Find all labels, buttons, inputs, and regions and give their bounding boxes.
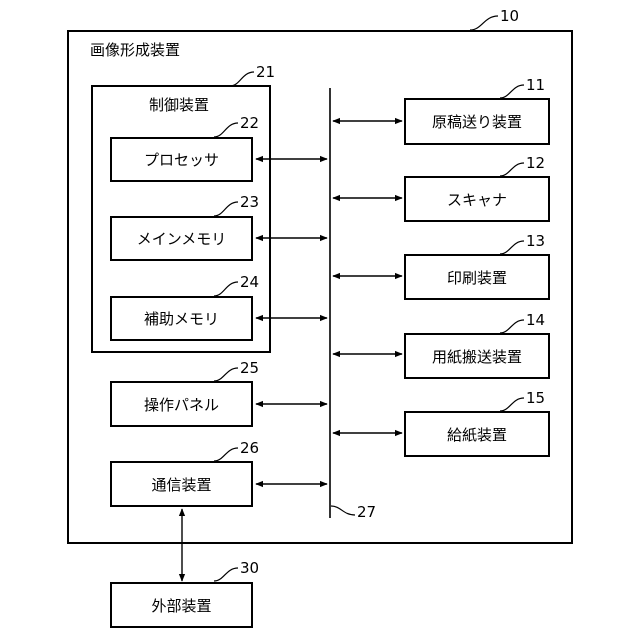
leader-30 xyxy=(214,568,238,581)
paper-transport-label: 用紙搬送装置 xyxy=(432,346,522,367)
ref-number-21: 21 xyxy=(256,63,275,81)
aux-memory-label: 補助メモリ xyxy=(144,308,219,329)
communication-device-box: 通信装置 xyxy=(110,461,253,507)
ref-number-22: 22 xyxy=(240,114,259,132)
ref-number-13: 13 xyxy=(526,232,545,250)
ref-number-15: 15 xyxy=(526,389,545,407)
document-feeder-box: 原稿送り装置 xyxy=(404,98,550,145)
operation-panel-box: 操作パネル xyxy=(110,381,253,427)
ref-number-24: 24 xyxy=(240,273,259,291)
paper-feeder-label: 給紙装置 xyxy=(447,424,507,445)
main-memory-label: メインメモリ xyxy=(137,228,227,249)
printer-box: 印刷装置 xyxy=(404,254,550,300)
controller-title: 制御装置 xyxy=(149,94,209,115)
external-device-label: 外部装置 xyxy=(151,595,211,616)
ref-number-27: 27 xyxy=(357,503,376,521)
processor-label: プロセッサ xyxy=(144,149,219,170)
paper-transport-box: 用紙搬送装置 xyxy=(404,333,550,379)
ref-number-10: 10 xyxy=(500,7,519,25)
scanner-label: スキャナ xyxy=(447,189,507,210)
ref-number-26: 26 xyxy=(240,439,259,457)
ref-number-25: 25 xyxy=(240,359,259,377)
communication-device-label: 通信装置 xyxy=(151,474,211,495)
document-feeder-label: 原稿送り装置 xyxy=(432,111,522,132)
main-memory-box: メインメモリ xyxy=(110,216,253,261)
printer-label: 印刷装置 xyxy=(447,267,507,288)
image-forming-apparatus-title: 画像形成装置 xyxy=(90,39,180,60)
ref-number-30: 30 xyxy=(240,559,259,577)
ref-number-14: 14 xyxy=(526,311,545,329)
paper-feeder-box: 給紙装置 xyxy=(404,411,550,457)
external-device-box: 外部装置 xyxy=(110,582,253,628)
leader-10 xyxy=(470,16,498,30)
ref-number-12: 12 xyxy=(526,154,545,172)
scanner-box: スキャナ xyxy=(404,176,550,222)
processor-box: プロセッサ xyxy=(110,137,253,182)
aux-memory-box: 補助メモリ xyxy=(110,296,253,341)
ref-number-23: 23 xyxy=(240,193,259,211)
operation-panel-label: 操作パネル xyxy=(144,394,219,415)
ref-number-11: 11 xyxy=(526,76,545,94)
